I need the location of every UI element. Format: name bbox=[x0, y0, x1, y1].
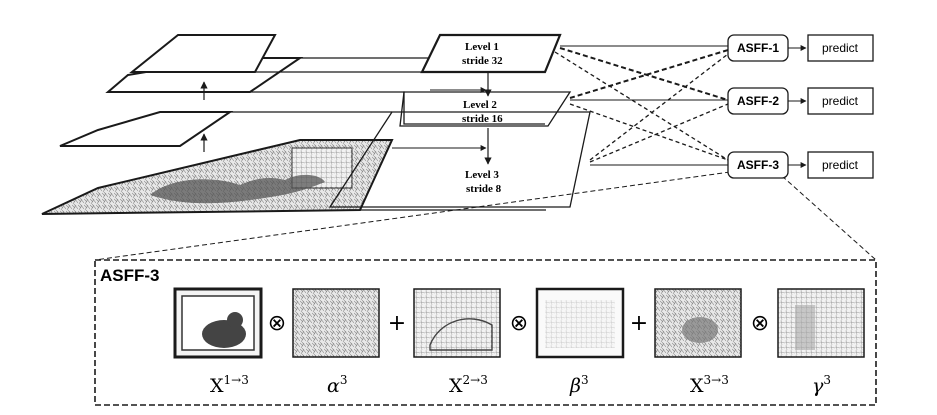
pyramid-plane-1 bbox=[129, 34, 277, 73]
asff-2-label: ASFF-2 bbox=[737, 94, 779, 108]
asff-3-detail: ASFF-3 ⊗ + ⊗ + ⊗ bbox=[94, 259, 877, 406]
level-1-name: Level 1 bbox=[465, 41, 499, 53]
link-l3-a2 bbox=[589, 103, 729, 163]
op-plus-2: + bbox=[630, 311, 648, 336]
level-planes: Level 1 stride 32 Level 2 stride 16 Leve… bbox=[328, 33, 591, 208]
detail-frame bbox=[94, 259, 877, 406]
thumb-x2 bbox=[413, 288, 501, 358]
level-3-stride: stride 8 bbox=[466, 183, 502, 195]
thumb-alpha bbox=[292, 288, 380, 358]
thumb-x3 bbox=[654, 288, 742, 358]
op-otimes-2: ⊗ bbox=[510, 311, 528, 336]
predict-3-label: predict bbox=[822, 158, 859, 172]
zoom-line-left bbox=[94, 171, 731, 261]
detail-title: ASFF-3 bbox=[100, 266, 160, 285]
term-alpha: α3 bbox=[327, 373, 347, 397]
predict-3-box bbox=[807, 151, 874, 179]
predict-2-box bbox=[807, 87, 874, 115]
term-x1: X1→3 bbox=[210, 373, 249, 397]
level-2-plane bbox=[399, 91, 572, 127]
level-3-plane bbox=[328, 111, 591, 208]
predict-1-label: predict bbox=[822, 41, 859, 55]
feature-pyramid bbox=[41, 34, 546, 215]
link-l2-a1 bbox=[569, 49, 729, 99]
op-otimes-1: ⊗ bbox=[268, 311, 286, 336]
connector-3 bbox=[250, 91, 545, 125]
level-2-name: Level 2 bbox=[463, 99, 497, 111]
term-x2: X2→3 bbox=[449, 373, 488, 397]
op-plus-1: + bbox=[388, 311, 406, 336]
link-l1-a3 bbox=[554, 51, 729, 161]
asff-column: ASFF-1 predict ASFF-2 predict ASFF-3 pre… bbox=[727, 34, 874, 179]
level-1-stride: stride 32 bbox=[462, 55, 503, 67]
level-2-stride: stride 16 bbox=[462, 113, 503, 125]
asff-3-label: ASFF-3 bbox=[737, 158, 779, 172]
level-3-name: Level 3 bbox=[465, 169, 499, 181]
term-gamma: γ3 bbox=[812, 373, 831, 397]
term-beta: β3 bbox=[569, 373, 589, 397]
pyramid-plane-3 bbox=[59, 111, 234, 147]
link-l1-a2 bbox=[559, 47, 729, 101]
level-1-plane bbox=[420, 33, 562, 74]
op-otimes-3: ⊗ bbox=[751, 311, 769, 336]
fusion-connections bbox=[94, 45, 877, 261]
predict-2-label: predict bbox=[822, 94, 859, 108]
term-x3: X3→3 bbox=[690, 373, 729, 397]
thumb-gamma bbox=[777, 288, 865, 358]
link-l3-a1 bbox=[589, 53, 729, 161]
asff-1-label: ASFF-1 bbox=[737, 41, 779, 55]
zoom-line-right bbox=[781, 175, 877, 261]
thumb-x1 bbox=[173, 287, 263, 359]
thumb-beta bbox=[535, 287, 625, 359]
link-l2-a3 bbox=[569, 103, 729, 161]
animal-silhouette bbox=[150, 174, 325, 204]
predict-1-box bbox=[807, 34, 874, 62]
